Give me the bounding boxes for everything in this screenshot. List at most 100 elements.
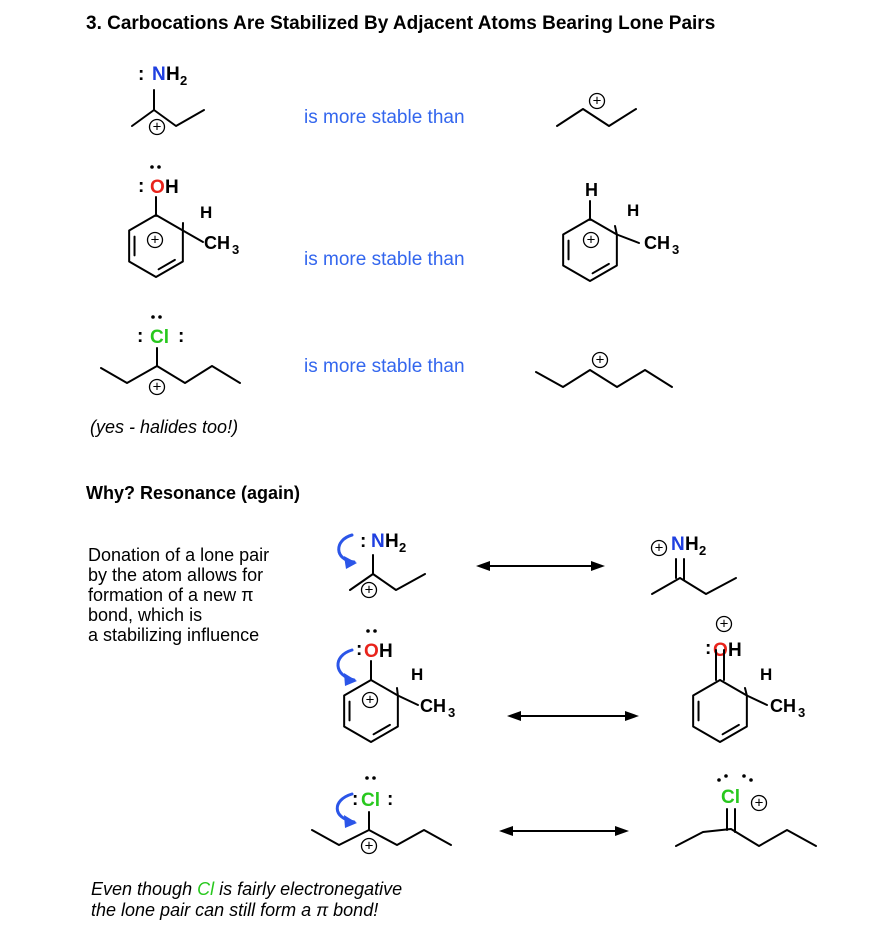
nitrogen-atom: N — [371, 531, 385, 552]
curved-arrowhead — [344, 815, 357, 828]
page-title: 3. Carbocations Are Stabilized By Adjace… — [86, 13, 716, 34]
hydrogen-label: H — [411, 665, 423, 684]
methyl-label: CH — [644, 233, 670, 253]
lone-pair-dot — [150, 165, 154, 169]
double-bond-line — [721, 723, 740, 736]
subscript-label: 3 — [798, 705, 805, 720]
carbon-chain — [556, 108, 637, 127]
double-bond-line — [157, 258, 176, 271]
positive-charge-icon — [591, 351, 609, 369]
oxygen-atom: O — [364, 641, 379, 662]
explanation-line: by the atom allows for — [88, 565, 264, 585]
ring-bond — [562, 218, 618, 282]
positive-charge-icon — [361, 691, 379, 709]
lone-pair-dot — [724, 774, 728, 778]
bond-line — [181, 229, 204, 243]
hydrogen-label: H — [685, 534, 699, 555]
plus-sign: + — [365, 838, 374, 855]
bond-line — [615, 233, 640, 244]
arrowhead — [476, 561, 490, 571]
plus-sign: + — [596, 352, 605, 369]
hydrogen-label: H — [385, 531, 399, 552]
oxygen-atom: O — [150, 177, 165, 198]
carbon-chain — [675, 828, 817, 847]
bond-line — [744, 687, 748, 697]
lone-pair-colon: : — [178, 326, 184, 347]
lone-pair-colon: : — [356, 639, 362, 660]
methyl-label: CH — [204, 233, 230, 253]
carbon-chain — [100, 365, 241, 384]
plus-sign: + — [655, 540, 664, 557]
explanation-line: formation of a new π — [88, 585, 254, 605]
plus-sign: + — [755, 795, 764, 812]
chlorine-atom: Cl — [721, 787, 740, 808]
hydrogen-label: H — [379, 641, 393, 662]
carbon-chain — [535, 369, 673, 388]
section-heading: Why? Resonance (again) — [86, 483, 301, 503]
positive-charge-icon — [715, 615, 733, 633]
lone-pair-dot — [365, 776, 369, 780]
subscript-label: 3 — [232, 242, 239, 257]
carbon-chain — [131, 109, 205, 127]
subscript-label: 2 — [399, 540, 406, 555]
subscript-label: 3 — [448, 705, 455, 720]
hydrogen-label: H — [585, 180, 598, 200]
comparison-label-3: is more stable than — [304, 356, 465, 377]
plus-sign: + — [365, 582, 374, 599]
lone-pair-dot — [717, 778, 721, 782]
positive-charge-icon — [360, 581, 378, 599]
lone-pair-dot — [158, 315, 162, 319]
methyl-label: CH — [420, 696, 446, 716]
hydrogen-label: H — [166, 64, 180, 85]
nitrogen-atom: N — [152, 64, 166, 85]
hydrogen-label: H — [760, 665, 772, 684]
subscript-label: 2 — [699, 543, 706, 558]
lone-pair-dot — [372, 776, 376, 780]
carbon-chain — [349, 573, 426, 591]
arrowhead — [499, 826, 513, 836]
lone-pair-dot — [366, 629, 370, 633]
plus-sign: + — [587, 232, 596, 249]
explanation-line: Donation of a lone pair — [88, 545, 270, 565]
bond-line — [745, 694, 768, 706]
hydrogen-label: H — [200, 203, 212, 222]
chlorine-word: Cl — [197, 879, 215, 899]
plus-sign: + — [366, 692, 375, 709]
bond-line — [396, 694, 419, 706]
footer-note: Even though Cl is fairly electronegative… — [91, 879, 403, 920]
arrowhead — [507, 711, 521, 721]
plus-sign: + — [720, 616, 729, 633]
lone-pair-dot — [373, 629, 377, 633]
comparison-label-2: is more stable than — [304, 249, 465, 270]
carbon-chain — [311, 829, 452, 846]
positive-charge-icon — [588, 92, 606, 110]
ring-bond — [692, 679, 748, 743]
plus-sign: + — [593, 93, 602, 110]
subscript-label: 3 — [672, 242, 679, 257]
lone-pair-colon: : — [137, 326, 143, 347]
lone-pair-colon: : — [387, 789, 393, 810]
curved-arrowhead — [344, 673, 357, 686]
lone-pair-dot — [742, 774, 746, 778]
explanation-text: Donation of a lone pair by the atom allo… — [88, 545, 328, 645]
chlorine-atom: Cl — [150, 327, 169, 348]
lone-pair-colon: : — [705, 638, 711, 659]
lone-pair-colon: : — [360, 531, 366, 552]
lone-pair-colon: : — [138, 176, 144, 197]
explanation-line: a stabilizing influence — [88, 625, 260, 645]
subscript-label: 2 — [180, 73, 187, 88]
arrowhead — [625, 711, 639, 721]
lone-pair-colon: : — [352, 789, 358, 810]
bond-line — [396, 687, 399, 697]
positive-charge-icon — [146, 231, 164, 249]
double-bond-line — [591, 262, 610, 275]
arrowhead — [615, 826, 629, 836]
lone-pair-dot — [749, 778, 753, 782]
hydrogen-label: H — [165, 177, 179, 198]
positive-charge-icon — [582, 231, 600, 249]
explanation-line: bond, which is — [88, 605, 203, 625]
curved-arrowhead — [344, 556, 357, 569]
ring-bond — [343, 679, 399, 743]
